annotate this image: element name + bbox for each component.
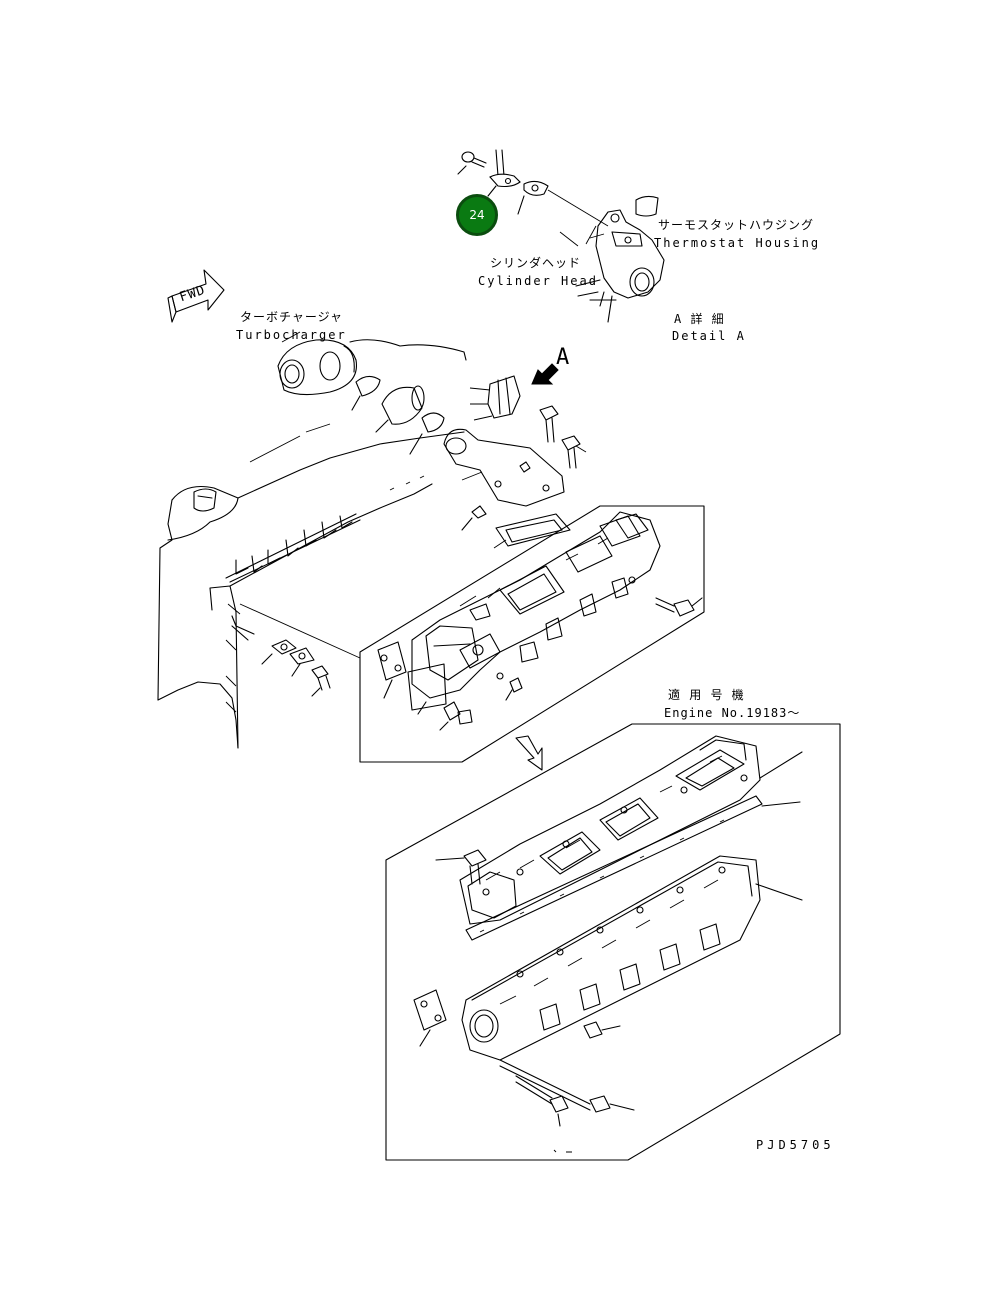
detail-a-label-jp: A 詳 細 [674,312,725,326]
cylinder-head-label-en: Cylinder Head [478,274,598,288]
thermostat-housing-label-en: Thermostat Housing [654,236,821,250]
water-pipe-drawing [469,375,521,421]
callout-24-button[interactable]: 24 [456,194,498,236]
gasket-icon [377,641,407,699]
view-a-arrow-icon [531,363,559,385]
turbocharger-drawing [277,331,467,396]
manifold-frame-upper [359,505,705,763]
engine-block-drawing [157,423,465,749]
bolt-icon [499,1021,635,1153]
drawing-number: PJD5705 [756,1138,835,1152]
bolt-icon [435,849,487,885]
thermostat-housing-drawing [559,195,665,323]
serial-label-jp: 適 用 号 機 [668,688,745,702]
transition-arrow-icon [515,735,543,771]
gasket-icon [461,505,571,549]
intake-manifold-upper [407,511,661,711]
gasket-icon [517,180,549,215]
pipe-fitting-icon [487,149,521,197]
intake-manifold-cover [459,735,803,925]
serial-label-en: Engine No.19183～ [664,706,801,720]
detail-a-label-en: Detail A [672,329,746,343]
view-a-label: A [556,345,570,370]
detail-a-drawing [457,149,665,323]
fwd-arrow-icon [167,269,225,323]
air-connector-drawing [443,428,565,507]
callout-number: 24 [469,208,485,222]
bolt-icon [539,405,587,469]
bolt-icon [417,597,703,731]
manifold-frame-lower [385,723,841,1161]
intake-manifold-body [461,855,803,1061]
gasket-icon [413,989,447,1047]
turbocharger-label-en: Turbocharger [236,328,347,342]
cylinder-head-label-jp: シリンダヘッド [490,256,582,270]
thermostat-housing-label-jp: サーモスタットハウジング [658,218,815,232]
turbocharger-label-jp: ターボチャージャ [240,310,344,324]
gasket-icon [465,795,801,941]
gasket-icon [239,603,361,697]
hose-and-clamps [351,375,445,455]
bolt-icon [457,151,487,175]
